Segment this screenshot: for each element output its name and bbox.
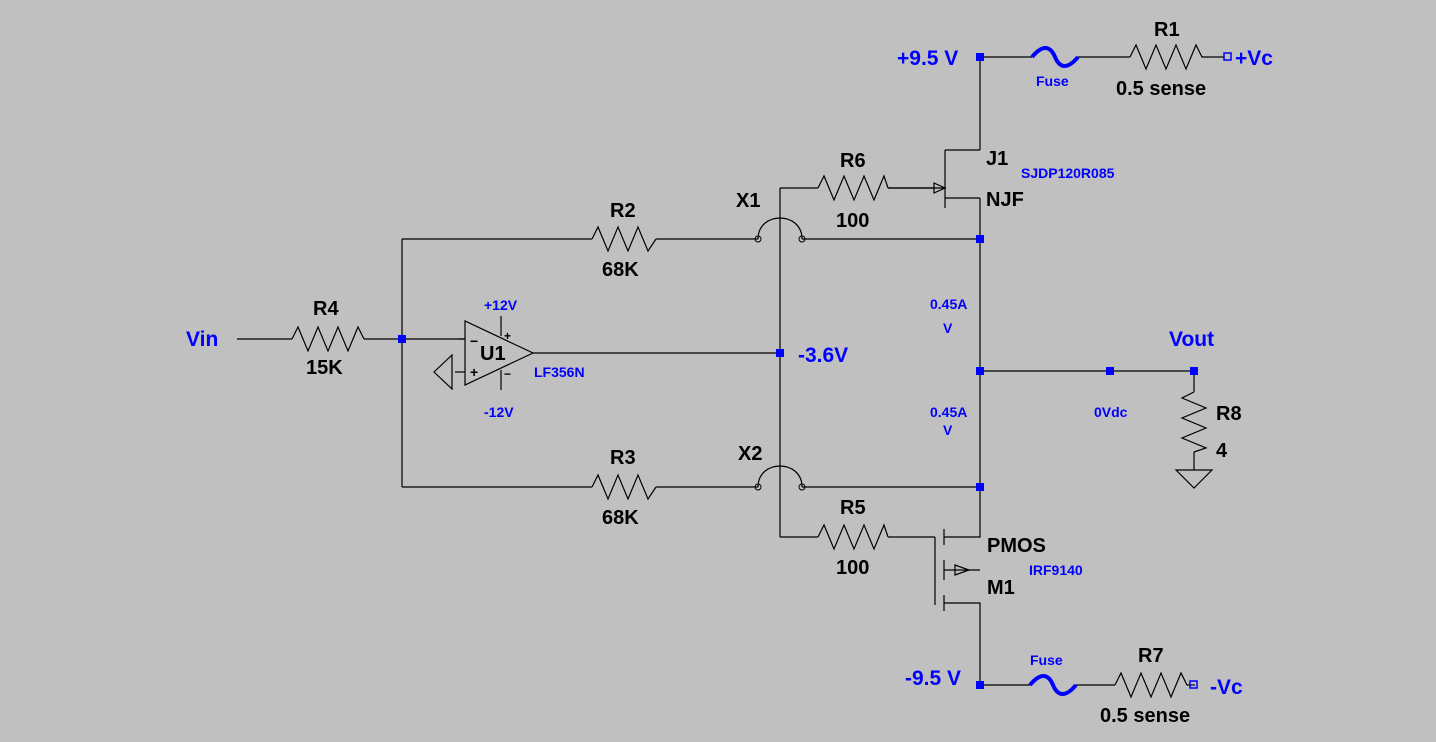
u1-noninverting-input-sign: + bbox=[470, 364, 478, 380]
m1-name: M1 bbox=[987, 577, 1015, 599]
r8-value: 4 bbox=[1216, 440, 1228, 462]
junction-nodes bbox=[398, 53, 1198, 689]
x1-label: X1 bbox=[736, 190, 760, 212]
x2-label: X2 bbox=[738, 443, 762, 465]
r8-name: R8 bbox=[1216, 403, 1242, 425]
j1-type: NJF bbox=[986, 189, 1024, 211]
minus-vc-label: -Vc bbox=[1210, 676, 1243, 699]
resistor-r5 bbox=[817, 523, 889, 551]
r5-value: 100 bbox=[836, 557, 869, 579]
out-dc-label: 0Vdc bbox=[1094, 404, 1128, 420]
fuse-top-label: Fuse bbox=[1036, 73, 1069, 89]
current-bottom-label: 0.45A bbox=[930, 404, 967, 420]
pmos-m1 bbox=[934, 529, 981, 611]
vin-label: Vin bbox=[186, 328, 218, 351]
u1-vneg-label: -12V bbox=[484, 404, 514, 420]
r2-name: R2 bbox=[610, 200, 636, 222]
u1-name: U1 bbox=[480, 343, 506, 365]
j1-name: J1 bbox=[986, 148, 1008, 170]
fuse-symbol-top bbox=[1030, 46, 1080, 68]
wire-crossing-x2 bbox=[754, 465, 806, 491]
wires bbox=[237, 56, 1224, 686]
terminal-minus-vc bbox=[1189, 680, 1198, 689]
pos-rail-voltage: +9.5 V bbox=[897, 47, 958, 70]
resistor-r7 bbox=[1114, 671, 1190, 699]
resistor-r6 bbox=[817, 174, 889, 202]
r6-value: 100 bbox=[836, 210, 869, 232]
fuse-bottom-label: Fuse bbox=[1030, 652, 1063, 668]
m1-type: PMOS bbox=[987, 535, 1046, 557]
jfet-j1 bbox=[888, 149, 980, 208]
current-top-label: 0.45A bbox=[930, 296, 967, 312]
resistor-r1 bbox=[1129, 43, 1210, 71]
r6-name: R6 bbox=[840, 150, 866, 172]
u1-vpos-label: +12V bbox=[484, 297, 518, 313]
u1-supply-minus-sign: − bbox=[504, 367, 511, 381]
vout-label: Vout bbox=[1169, 328, 1214, 351]
u1-model: LF356N bbox=[534, 364, 585, 380]
resistor-r3 bbox=[591, 473, 657, 501]
wire-crossing-x1 bbox=[754, 217, 806, 243]
r3-name: R3 bbox=[610, 447, 636, 469]
terminal-plus-vc bbox=[1223, 52, 1232, 61]
j1-model: SJDP120R085 bbox=[1021, 165, 1115, 181]
u1-inverting-input-sign: − bbox=[470, 333, 478, 349]
r3-value: 68K bbox=[602, 507, 639, 529]
resistor-r2 bbox=[591, 225, 657, 253]
r1-value: 0.5 sense bbox=[1116, 78, 1206, 100]
resistor-r8 bbox=[1180, 391, 1208, 453]
ground-symbol-output bbox=[1174, 469, 1214, 489]
current-bottom-arrow: V bbox=[943, 422, 953, 438]
r4-name: R4 bbox=[313, 298, 339, 320]
plus-vc-label: +Vc bbox=[1235, 47, 1273, 70]
r5-name: R5 bbox=[840, 497, 866, 519]
r7-value: 0.5 sense bbox=[1100, 705, 1190, 727]
r7-name: R7 bbox=[1138, 645, 1164, 667]
opamp-u1 bbox=[458, 316, 535, 390]
m1-model: IRF9140 bbox=[1029, 562, 1083, 578]
r1-name: R1 bbox=[1154, 19, 1180, 41]
resistor-r4 bbox=[291, 325, 365, 353]
neg-rail-voltage: -9.5 V bbox=[905, 667, 961, 690]
u1-supply-plus-sign: + bbox=[504, 329, 511, 343]
current-top-arrow: V bbox=[943, 320, 953, 336]
mid-node-voltage: -3.6V bbox=[798, 344, 848, 367]
fuse-symbol-bottom bbox=[1028, 674, 1078, 696]
r4-value: 15K bbox=[306, 357, 343, 379]
r2-value: 68K bbox=[602, 259, 639, 281]
ground-symbol-opamp bbox=[433, 353, 465, 391]
